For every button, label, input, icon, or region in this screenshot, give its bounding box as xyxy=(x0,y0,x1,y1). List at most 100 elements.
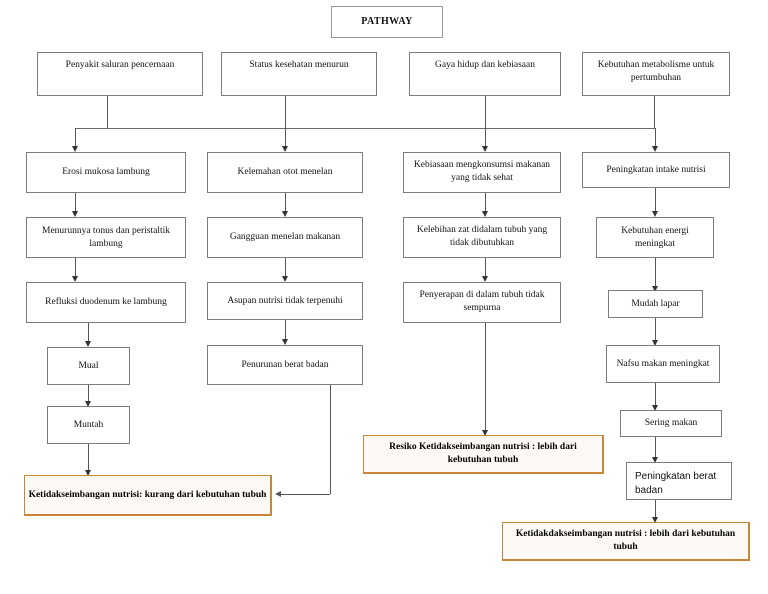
col1-node-1: Erosi mukosa lambung xyxy=(26,152,186,193)
col2-node-2: Gangguan menelan makanan xyxy=(207,217,363,258)
col1-node-3: Refluksi duodenum ke lambung xyxy=(26,282,186,323)
col3-node-2: Kelebihan zat didalam tubuh yang tidak d… xyxy=(403,217,561,258)
connector-col1-3-4 xyxy=(88,323,89,342)
col2-node-4: Penurunan berat badan xyxy=(207,345,363,385)
col2-node-3: Asupan nutrisi tidak terpenuhi xyxy=(207,282,363,320)
connector-col1-2-3 xyxy=(75,258,76,277)
arrowhead-col3-to-conclusion2 xyxy=(481,430,488,436)
col4-node-1: Peningkatan intake nutrisi xyxy=(582,152,730,188)
col4-node-3: Mudah lapar xyxy=(608,290,703,318)
connector-col2-elbow-horizontal xyxy=(281,494,330,495)
cause-box-1: Penyakit saluran pencernaan xyxy=(37,52,203,96)
arrowhead-col2-3-4 xyxy=(281,339,288,345)
arrowhead-col1-to-conclusion1 xyxy=(84,470,91,476)
col4-node-5: Sering makan xyxy=(620,410,722,437)
arrowhead-to-col2-n1 xyxy=(281,146,288,152)
arrowhead-col2-1-2 xyxy=(281,211,288,217)
conclusion-box-3-label: Ketidakdakseimbangan nutrisi : lebih dar… xyxy=(515,529,736,552)
cause-box-1-label: Penyakit saluran pencernaan xyxy=(65,60,175,70)
arrowhead-to-col4-n1 xyxy=(651,146,658,152)
col3-node-1-label: Kebiasaan mengkonsumsi makanan yang tida… xyxy=(413,160,551,183)
connector-col3-1-2 xyxy=(485,193,486,212)
col1-node-5-label: Muntah xyxy=(73,419,104,430)
connector-col3-to-conclusion2 xyxy=(485,323,486,432)
arrowhead-col1-4-5 xyxy=(84,401,91,407)
arrowhead-col3-1-2 xyxy=(481,211,488,217)
connector-col4-3-4 xyxy=(655,318,656,341)
connector-col2-1-2 xyxy=(285,193,286,212)
col1-node-4-label: Mual xyxy=(78,360,99,371)
col2-node-4-label: Penurunan berat badan xyxy=(241,359,329,370)
connector-cause1-down xyxy=(107,96,108,129)
col3-node-3: Penyerapan di dalam tubuh tidak sempurna xyxy=(403,282,561,323)
arrowhead-col4-2-3 xyxy=(651,286,658,292)
arrowhead-col1-1-2 xyxy=(71,211,78,217)
cause-box-2: Status kesehatan menurun xyxy=(221,52,377,96)
connector-col1-5-concl xyxy=(88,444,89,471)
col1-node-5: Muntah xyxy=(47,406,130,444)
connector-col4-5-6 xyxy=(655,437,656,459)
connector-col4-to-conclusion3 xyxy=(655,500,656,519)
col4-node-4: Nafsu makan meningkat xyxy=(606,345,720,383)
title-box-label: PATHWAY xyxy=(361,16,413,28)
connector-bus-drop-3 xyxy=(485,128,486,148)
connector-col1-1-2 xyxy=(75,193,76,212)
arrowhead-col4-5-6 xyxy=(651,457,658,463)
col2-node-1-label: Kelemahan otot menelan xyxy=(237,167,333,178)
connector-bus-drop-4 xyxy=(655,128,656,148)
connector-bus-drop-2 xyxy=(285,128,286,148)
col1-node-4: Mual xyxy=(47,347,130,385)
col4-node-3-label: Mudah lapar xyxy=(631,298,680,309)
connector-col1-4-5 xyxy=(88,385,89,402)
col4-node-2: Kebutuhan energi meningkat xyxy=(596,217,714,258)
cause-box-3: Gaya hidup dan kebiasaan xyxy=(409,52,561,96)
title-box: PATHWAY xyxy=(331,6,443,38)
connector-col4-2-3 xyxy=(655,258,656,287)
col2-node-2-label: Gangguan menelan makanan xyxy=(229,232,341,243)
connector-cause3-down xyxy=(485,96,486,137)
col4-node-1-label: Peningkatan intake nutrisi xyxy=(606,164,706,175)
conclusion-box-1-label: Ketidakseimbangan nutrisi: kurang dari k… xyxy=(28,489,267,500)
arrowhead-to-col3-n1 xyxy=(481,146,488,152)
arrowhead-col4-to-conclusion3 xyxy=(651,517,658,523)
arrowhead-col4-1-2 xyxy=(651,211,658,217)
arrowhead-col4-4-5 xyxy=(651,405,658,411)
col1-node-2-label: Menurunnya tonus dan peristaltik lambung xyxy=(42,225,170,249)
col4-node-6-label: Peningkatan berat badan xyxy=(635,471,717,496)
conclusion-box-2: Resiko Ketidakseimbangan nutrisi : lebih… xyxy=(363,435,604,474)
col4-node-4-label: Nafsu makan meningkat xyxy=(616,358,710,369)
col3-node-1: Kebiasaan mengkonsumsi makanan yang tida… xyxy=(403,152,561,193)
col4-node-2-label: Kebutuhan energi meningkat xyxy=(621,225,689,249)
connector-cause4-down xyxy=(654,96,655,129)
conclusion-box-2-label: Resiko Ketidakseimbangan nutrisi : lebih… xyxy=(389,442,577,465)
connector-col3-2-3 xyxy=(485,258,486,277)
arrowhead-col1-2-3 xyxy=(71,276,78,282)
connector-col2-2-3 xyxy=(285,258,286,277)
col3-node-3-label: Penyerapan di dalam tubuh tidak sempurna xyxy=(419,290,545,313)
arrowhead-col3-2-3 xyxy=(481,276,488,282)
col4-node-6: Peningkatan berat badan xyxy=(626,462,732,500)
connector-col2-elbow-vertical xyxy=(330,385,331,494)
cause-box-4-label: Kebutuhan metabolisme untuk pertumbuhan xyxy=(597,60,715,83)
connector-bus-drop-1 xyxy=(75,128,76,148)
arrowhead-col4-3-4 xyxy=(651,340,658,346)
col2-node-1: Kelemahan otot menelan xyxy=(207,152,363,193)
cause-box-2-label: Status kesehatan menurun xyxy=(249,60,349,70)
connector-horizontal-bus xyxy=(75,128,655,129)
conclusion-box-1: Ketidakseimbangan nutrisi: kurang dari k… xyxy=(24,475,272,516)
col2-node-3-label: Asupan nutrisi tidak terpenuhi xyxy=(227,295,343,306)
arrowhead-col2-2-3 xyxy=(281,276,288,282)
connector-col4-4-5 xyxy=(655,383,656,406)
col1-node-1-label: Erosi mukosa lambung xyxy=(62,167,150,178)
connector-col2-3-4 xyxy=(285,320,286,340)
cause-box-4: Kebutuhan metabolisme untuk pertumbuhan xyxy=(582,52,730,96)
arrowhead-col1-3-4 xyxy=(84,341,91,347)
arrowhead-to-col1-n1 xyxy=(71,146,78,152)
arrowhead-col2-to-conclusion1 xyxy=(275,490,281,497)
connector-cause2-down xyxy=(285,96,286,137)
col1-node-2: Menurunnya tonus dan peristaltik lambung xyxy=(26,217,186,258)
cause-box-3-label: Gaya hidup dan kebiasaan xyxy=(435,60,535,70)
col3-node-2-label: Kelebihan zat didalam tubuh yang tidak d… xyxy=(416,225,548,248)
connector-col4-1-2 xyxy=(655,188,656,212)
